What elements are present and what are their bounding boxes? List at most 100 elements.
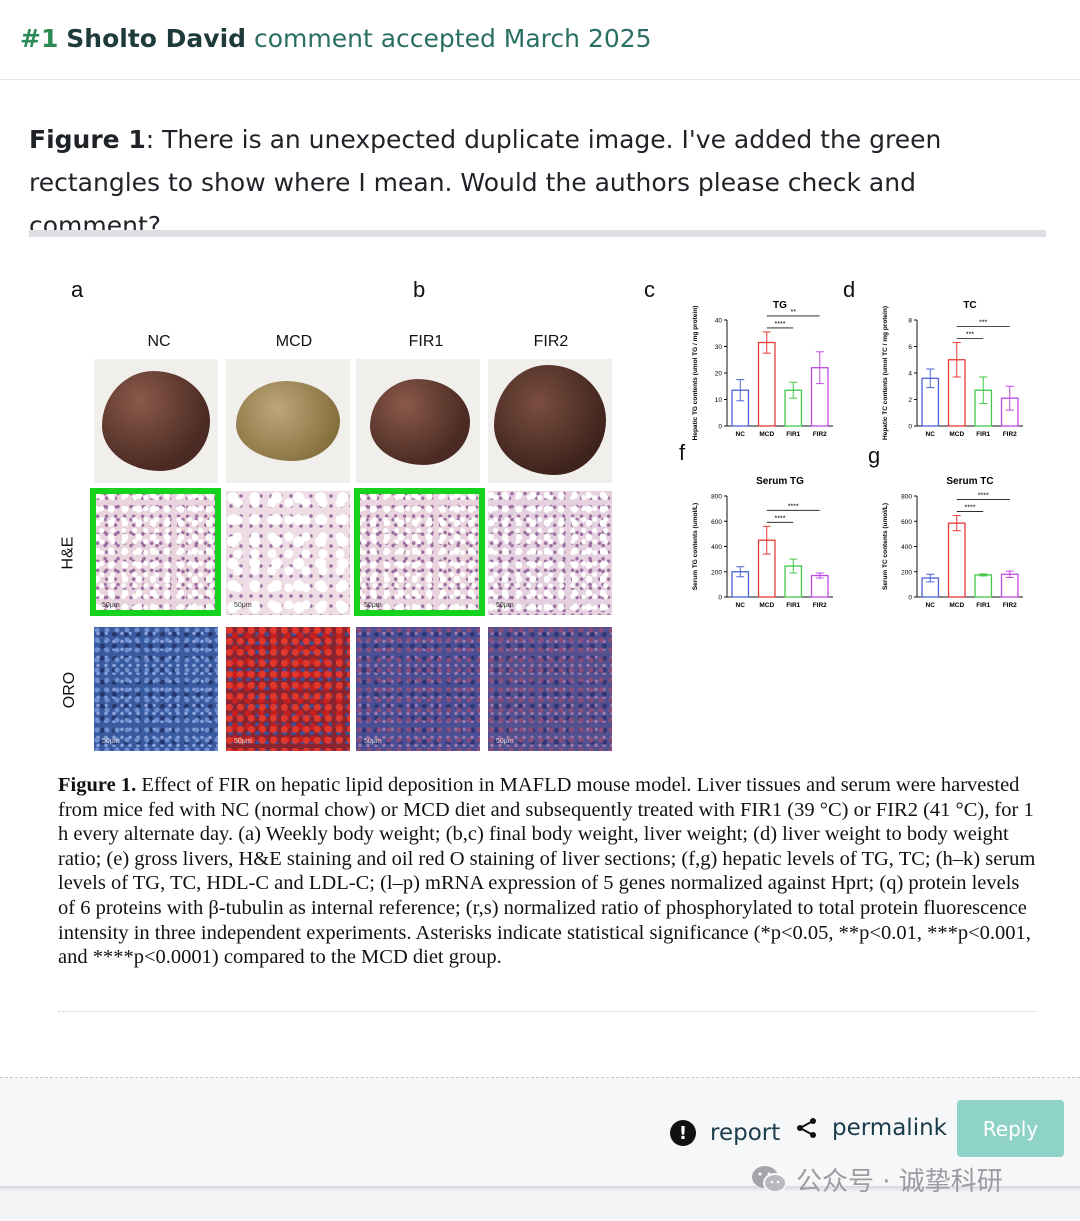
liver-photo-mcd xyxy=(226,359,350,483)
watermark-text: 公众号 · 诚挚科研 xyxy=(796,1166,1003,1197)
y-tick-label: 0 xyxy=(718,595,722,602)
x-tick-label: FIR2 xyxy=(813,602,827,609)
liver-photo-fir1 xyxy=(356,359,480,483)
significance-label: *** xyxy=(966,332,974,339)
comment-number[interactable]: #1 xyxy=(20,24,59,53)
y-tick-label: 10 xyxy=(715,397,723,404)
chart-title: Serum TC xyxy=(946,476,993,487)
y-tick-label: 0 xyxy=(718,424,722,431)
x-tick-label: MCD xyxy=(759,602,774,609)
significance-label: ** xyxy=(791,309,797,316)
y-tick-label: 30 xyxy=(715,344,723,351)
row-label-oro: ORO xyxy=(61,671,79,709)
alert-icon: ! xyxy=(670,1120,696,1146)
x-tick-label: FIR2 xyxy=(813,431,827,438)
oro-stain-fir1: 50μm xyxy=(356,627,480,751)
y-tick-label: 40 xyxy=(715,318,723,325)
reply-button[interactable]: Reply xyxy=(957,1100,1064,1157)
chart-title: Serum TG xyxy=(756,476,804,487)
x-tick-label: FIR1 xyxy=(976,602,990,609)
duplicate-highlight-fir1 xyxy=(354,488,485,616)
column-label-fir2: FIR2 xyxy=(533,333,569,350)
column-label-mcd: MCD xyxy=(275,333,313,350)
card-shadow xyxy=(0,1186,1080,1192)
caption-divider xyxy=(58,1011,1036,1012)
x-tick-label: FIR1 xyxy=(786,431,800,438)
panel-letter-d: d xyxy=(843,277,856,302)
comment-body: Figure 1: There is an unexpected duplica… xyxy=(29,118,1049,247)
liver-photo-nc xyxy=(94,359,218,483)
panel-letter-a: a xyxy=(71,277,84,302)
y-axis-label: Serum TG contents (umol/L) xyxy=(692,503,699,590)
oro-stain-mcd: 50μm xyxy=(226,627,350,751)
image-top-border xyxy=(29,230,1046,237)
caption-label: Figure 1. xyxy=(58,774,137,796)
x-tick-label: FIR1 xyxy=(976,431,990,438)
significance-label: **** xyxy=(775,515,786,522)
chart-serum-tg: Serum TG Serum TG contents (umol/L) 0 200 40… xyxy=(692,476,833,609)
share-icon xyxy=(797,1118,816,1138)
column-label-fir1: FIR1 xyxy=(408,333,444,350)
y-tick-label: 6 xyxy=(908,344,912,351)
comment-text: : There is an unexpected duplicate image… xyxy=(29,125,942,240)
scale-bar-label: 50μm xyxy=(496,738,514,745)
column-label-nc: NC xyxy=(147,333,171,350)
significance-label: **** xyxy=(788,503,799,510)
y-tick-label: 400 xyxy=(711,544,722,551)
x-tick-label: NC xyxy=(926,431,936,438)
scale-bar-label: 50μm xyxy=(102,738,120,745)
y-tick-label: 200 xyxy=(711,569,722,576)
comment-status: comment accepted March 2025 xyxy=(254,24,652,53)
x-tick-label: FIR2 xyxy=(1003,602,1017,609)
x-tick-label: MCD xyxy=(949,431,964,438)
panel-letter-g: g xyxy=(868,443,881,468)
x-tick-label: FIR2 xyxy=(1003,431,1017,438)
report-link[interactable]: ! report xyxy=(670,1117,780,1149)
he-stain-nc: 50μm xyxy=(94,491,218,615)
x-tick-label: NC xyxy=(736,602,746,609)
y-tick-label: 800 xyxy=(711,494,722,501)
figure-image[interactable]: a b c d f g NC MCD FIR1 FIR2 H&E ORO 50μ… xyxy=(29,244,1046,1014)
x-tick-label: FIR1 xyxy=(786,602,800,609)
footer-divider xyxy=(0,1077,1080,1078)
he-stain-mcd: 50μm xyxy=(226,491,350,615)
figure-caption: Figure 1. Effect of FIR on hepatic lipid… xyxy=(58,773,1038,970)
y-tick-label: 800 xyxy=(901,494,912,501)
y-tick-label: 8 xyxy=(908,318,912,325)
permalink-link[interactable]: permalink xyxy=(796,1112,947,1144)
duplicate-highlight-nc xyxy=(90,488,221,616)
x-tick-label: NC xyxy=(736,431,746,438)
x-tick-label: MCD xyxy=(759,431,774,438)
x-tick-label: NC xyxy=(926,602,936,609)
he-stain-fir2: 50μm xyxy=(488,491,612,615)
author-name[interactable]: Sholto David xyxy=(66,24,247,53)
scale-bar-label: 50μm xyxy=(364,602,382,609)
y-tick-label: 0 xyxy=(908,595,912,602)
scale-bar-label: 50μm xyxy=(234,602,252,609)
x-tick-label: MCD xyxy=(949,602,964,609)
y-tick-label: 400 xyxy=(901,544,912,551)
significance-label: **** xyxy=(775,321,786,328)
comment-header: #1 Sholto David comment accepted March 2… xyxy=(0,0,1080,80)
chart-title: TC xyxy=(963,300,976,311)
significance-label: **** xyxy=(965,505,976,512)
chart-title: TG xyxy=(773,300,787,311)
y-axis-label: Hepatic TG contents (umol TG / mg protei… xyxy=(692,306,699,441)
bar xyxy=(947,522,966,598)
liver-photo-fir2 xyxy=(488,359,612,483)
scale-bar-label: 50μm xyxy=(496,602,514,609)
wechat-icon xyxy=(752,1166,787,1193)
wechat-watermark: 公众号 · 诚挚科研 xyxy=(750,1160,1003,1198)
y-tick-label: 20 xyxy=(715,371,723,378)
oro-stain-fir2: 50μm xyxy=(488,627,612,751)
figure-reference: Figure 1 xyxy=(29,125,146,154)
scale-bar-label: 50μm xyxy=(102,602,120,609)
y-tick-label: 2 xyxy=(908,397,912,404)
y-axis-label: Serum TC contents (umol/L) xyxy=(882,503,889,590)
significance-label: **** xyxy=(978,493,989,500)
comment-heading: #1 Sholto David comment accepted March 2… xyxy=(20,22,652,56)
comment-card: #1 Sholto David comment accepted March 2… xyxy=(0,0,1080,1188)
bar xyxy=(757,341,776,427)
